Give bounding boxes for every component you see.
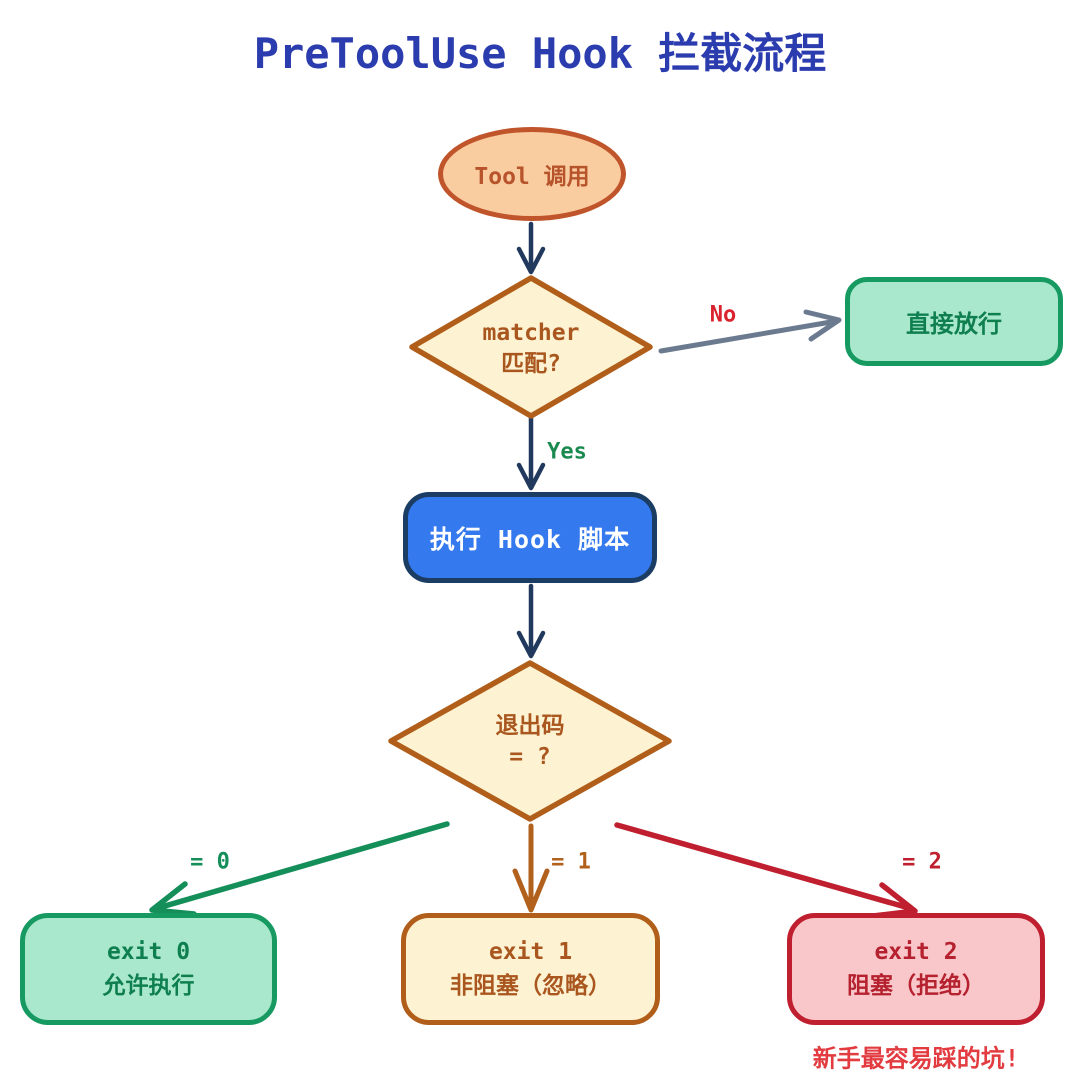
run-hook-node: 执行 Hook 脚本 (403, 492, 657, 583)
exit-code-diamond (388, 660, 672, 822)
exit1-line1: exit 1 (488, 939, 573, 965)
exit0-line2: 允许执行 (102, 973, 195, 999)
arrow-run-to-exitcode (516, 583, 546, 659)
exit-code-line1: 退出码 (495, 713, 565, 739)
start-node: Tool 调用 (438, 127, 626, 221)
exit0-line1: exit 0 (106, 939, 191, 965)
matcher-diamond (409, 275, 653, 419)
matcher-line2: 匹配? (501, 351, 561, 377)
edge-label-no: No (709, 302, 737, 328)
exit2-node: exit 2 阻塞（拒绝） (787, 913, 1045, 1025)
run-hook-label: 执行 Hook 脚本 (429, 524, 631, 554)
exit2-line2: 阻塞（拒绝） (847, 973, 985, 999)
page-title: PreToolUse Hook 拦截流程 (253, 29, 827, 78)
edge-label-eq0: = 0 (190, 849, 230, 875)
exit1-node: exit 1 非阻塞（忽略） (401, 913, 660, 1025)
matcher-diamond-label: matcher 匹配? (411, 318, 651, 380)
edge-label-eq1: = 1 (551, 849, 591, 875)
pass-node: 直接放行 (845, 277, 1063, 366)
arrow-eq2 (614, 822, 918, 919)
exit2-line1: exit 2 (874, 939, 958, 965)
arrow-eq1 (512, 823, 550, 913)
arrow-start-to-matcher (516, 221, 546, 275)
warning-note: 新手最容易踩的坑! (812, 1044, 1020, 1073)
arrow-no (658, 309, 842, 354)
exit-code-line2: = ? (509, 744, 551, 770)
edge-label-yes: Yes (547, 439, 587, 465)
exit0-node: exit 0 允许执行 (20, 913, 277, 1025)
matcher-line1: matcher (482, 320, 580, 346)
start-node-label: Tool 调用 (474, 164, 590, 190)
arrow-eq0 (149, 821, 450, 917)
edge-label-eq2: = 2 (902, 849, 942, 875)
arrow-yes (516, 415, 546, 491)
exit1-line2: 非阻塞（忽略） (450, 973, 611, 999)
exit-code-diamond-label: 退出码 = ? (390, 711, 670, 773)
pass-node-label: 直接放行 (906, 310, 1002, 338)
